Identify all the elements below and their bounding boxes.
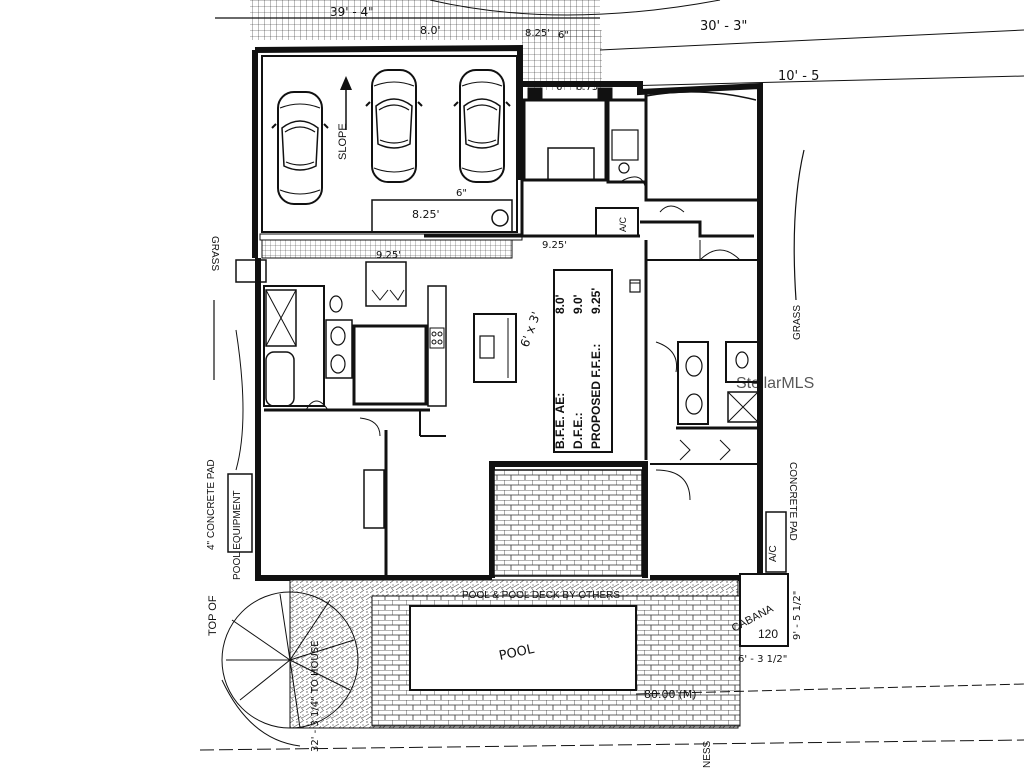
pool-equipment-label: POOL EQUIPMENT: [232, 490, 243, 580]
bottom-partial-label: NESS: [702, 740, 713, 768]
ac-hall-label: A/C: [618, 216, 628, 232]
pool-outline: [409, 605, 637, 691]
garage-floor-825: 8.25': [412, 208, 440, 221]
left-curve: [235, 329, 244, 471]
right-baths: [650, 341, 761, 501]
elevation-table: B.F.E. AE: 8.0' D.F.E.: 9.0' PROPOSED F.…: [553, 288, 603, 449]
pool-deck-label: POOL & POOL DECK BY OTHERS: [462, 590, 620, 601]
cabana-dim-1: 9' - 5 1/2": [792, 591, 803, 640]
island-label: 6' x 3': [518, 310, 544, 349]
garage: [261, 55, 518, 259]
grass-left-label: GRASS: [209, 236, 220, 271]
laundry-925: 9.25': [376, 250, 401, 261]
hall-875: 8.75': [576, 82, 601, 93]
ac-pad-right: [765, 511, 787, 573]
hall-925: 9.25': [542, 240, 567, 251]
garage-step-6: 6": [456, 188, 467, 199]
cabana-dim-2: 6' - 3 1/2": [738, 654, 787, 665]
elevation-row-3-value: 9.25': [589, 288, 603, 314]
car-1-icon: [271, 91, 329, 205]
car-2-icon: [365, 69, 423, 183]
left-wing: [235, 259, 430, 578]
right-top-dimension: 30' - 3": [700, 19, 747, 34]
car-3-icon: [453, 69, 511, 183]
elevation-row-1-label: B.F.E. AE:: [553, 393, 567, 449]
pool-deck-hatch: [493, 469, 643, 577]
elevation-row-2-value: 9.0': [571, 294, 585, 314]
property-curve: [429, 0, 721, 16]
top-width-dimension: 39' - 4": [330, 5, 374, 19]
grass-right-label: GRASS: [792, 305, 803, 340]
concrete-pad-left-label: 4" CONCRETE PAD: [206, 459, 217, 550]
property-line-bottom-2: [199, 739, 1024, 751]
cabana: [739, 573, 789, 647]
right-dimension-line-2: [619, 75, 1024, 87]
kitchen: [259, 180, 641, 437]
to-house-dimension: 32' - 3 1/4" TO HOUSE: [310, 641, 321, 752]
slope-label: SLOPE: [337, 123, 349, 160]
rear-hall: [522, 87, 648, 187]
ac-right-label: A/C: [768, 545, 779, 562]
walkway-hatch: [522, 30, 602, 90]
pool-label: POOL: [498, 642, 537, 664]
watermark: StellarMLS: [736, 375, 814, 392]
step-6-top: 6": [558, 30, 569, 41]
site-circle: [221, 591, 359, 747]
top-of-label: TOP OF: [207, 595, 219, 636]
elevation-table-frame: [553, 269, 613, 453]
step-825-top: 8.25': [525, 28, 550, 39]
step-6-mid: 6": [556, 82, 567, 93]
property-line-bottom: [635, 683, 1024, 695]
right-dimension-line: [599, 29, 1024, 51]
elevation-row-2-label: D.F.E.:: [571, 412, 585, 449]
pool-width-dimension: 80.00'(M): [644, 688, 697, 701]
elevation-row-3-label: PROPOSED F.F.E.:: [589, 344, 603, 449]
elevation-row-1-value: 8.0': [553, 294, 567, 314]
garage-height-label: 8.0': [420, 24, 441, 37]
pool-equipment-box: [227, 473, 253, 553]
cabana-number: 120: [758, 627, 778, 641]
right-mid-dimension: 10' - 5: [778, 69, 819, 84]
concrete-pad-right-label: CONCRETE PAD: [787, 462, 798, 541]
grass-curve-right: [793, 149, 805, 301]
